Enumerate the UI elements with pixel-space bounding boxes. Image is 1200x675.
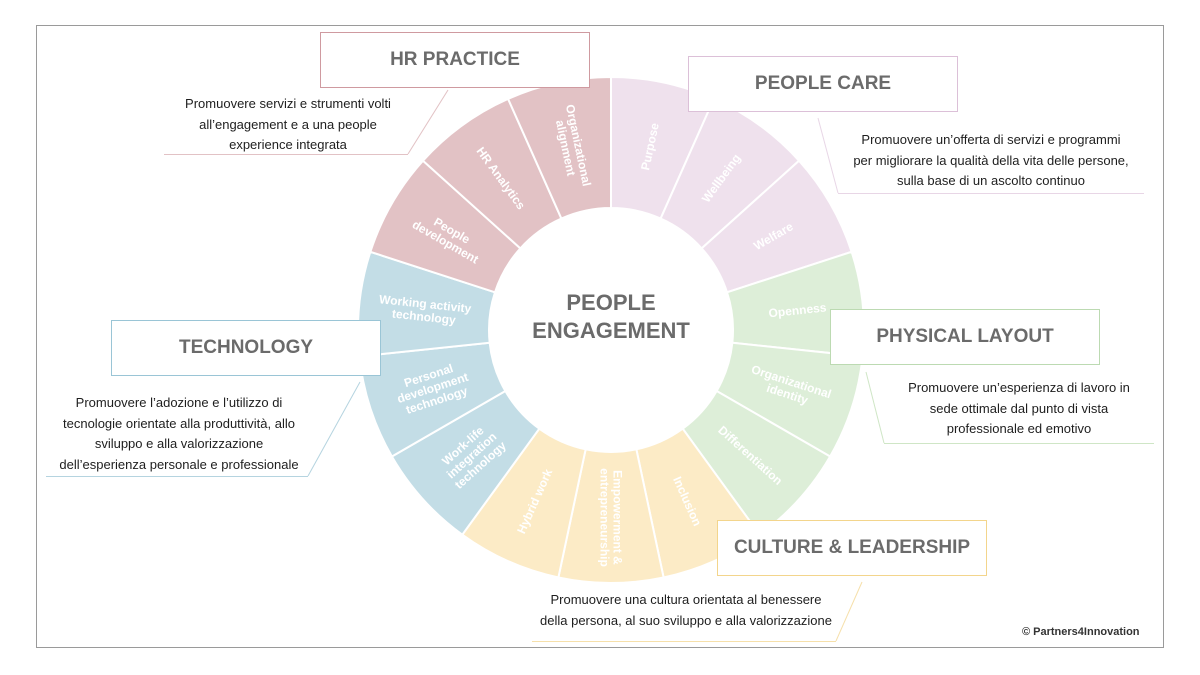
description-line: experience integrata <box>229 137 347 152</box>
hr-practice-title-box: HR PRACTICE <box>320 32 590 88</box>
hr-leader-line <box>407 89 449 155</box>
diagram-frame <box>36 25 1164 648</box>
description-line: tecnologie orientate alla produttività, … <box>63 415 295 431</box>
description-line: all’engagement e a una people <box>199 116 377 132</box>
hr-practice-underline <box>164 154 408 155</box>
technology-description: Promuovere l’adozione e l’utilizzo di te… <box>46 393 312 475</box>
hr-segment-3 <box>506 75 612 220</box>
description-line: Promuovere una cultura orientata al bene… <box>550 592 822 607</box>
tech-leader-line <box>307 381 361 477</box>
description-line: sviluppo e alla valorizzazione <box>94 436 264 451</box>
physical-layout-title-box: PHYSICAL LAYOUT <box>830 309 1100 365</box>
wheel-segments: PurposeWellbeingWelfareOpennessOrganizat… <box>357 75 865 584</box>
hr-practice-title: HR PRACTICE <box>390 49 520 70</box>
physical-layout-underline <box>884 443 1154 444</box>
description-line: per migliorare la qualità della vita del… <box>853 152 1129 168</box>
people-care-underline <box>838 193 1144 194</box>
people-care-description: Promuovere un’offerta di servizi e progr… <box>838 130 1144 192</box>
hr-practice-description: Promuovere servizi e strumenti volti all… <box>168 94 408 156</box>
description-line: Promuovere un’offerta di servizi e progr… <box>861 132 1121 147</box>
culture-leadership-title-box: CULTURE & LEADERSHIP <box>717 520 987 576</box>
culture-leadership-title: CULTURE & LEADERSHIP <box>733 537 971 558</box>
physical-layout-title: PHYSICAL LAYOUT <box>876 326 1054 347</box>
culture-leader-line <box>835 581 863 642</box>
description-line: sulla base di un ascolto continuo <box>897 173 1085 188</box>
description-line: dell’esperienza personale e professional… <box>59 456 299 472</box>
technology-title: TECHNOLOGY <box>178 337 314 358</box>
description-line: della persona, al suo sviluppo e alla va… <box>540 612 832 628</box>
culture-leadership-description: Promuovere una cultura orientata al bene… <box>530 590 842 631</box>
technology-title-box: TECHNOLOGY <box>111 320 381 376</box>
copyright-text: © Partners4Innovation <box>1022 626 1140 638</box>
people-care-title-box: PEOPLE CARE <box>688 56 958 112</box>
description-line: Promuovere un’esperienza di lavoro in <box>908 380 1130 395</box>
people-care-title: PEOPLE CARE <box>754 73 892 94</box>
description-line: sede ottimale dal punto di vista <box>929 400 1109 416</box>
culture-leadership-underline <box>532 641 836 642</box>
technology-underline <box>46 476 308 477</box>
physical-leader-line <box>865 371 885 444</box>
physical-segment-label-1: Openness <box>768 300 827 320</box>
physical-layout-description: Promuovere un’esperienza di lavoro in se… <box>886 378 1152 440</box>
description-line: Promuovere l’adozione e l’utilizzo di <box>75 395 283 410</box>
description-line: professionale ed emotivo <box>946 421 1092 436</box>
culture-segment-label-2: Empowerment &entrepreneurship <box>598 468 625 567</box>
care-leader-line <box>817 117 839 194</box>
description-line: Promuovere servizi e strumenti volti <box>185 96 391 111</box>
